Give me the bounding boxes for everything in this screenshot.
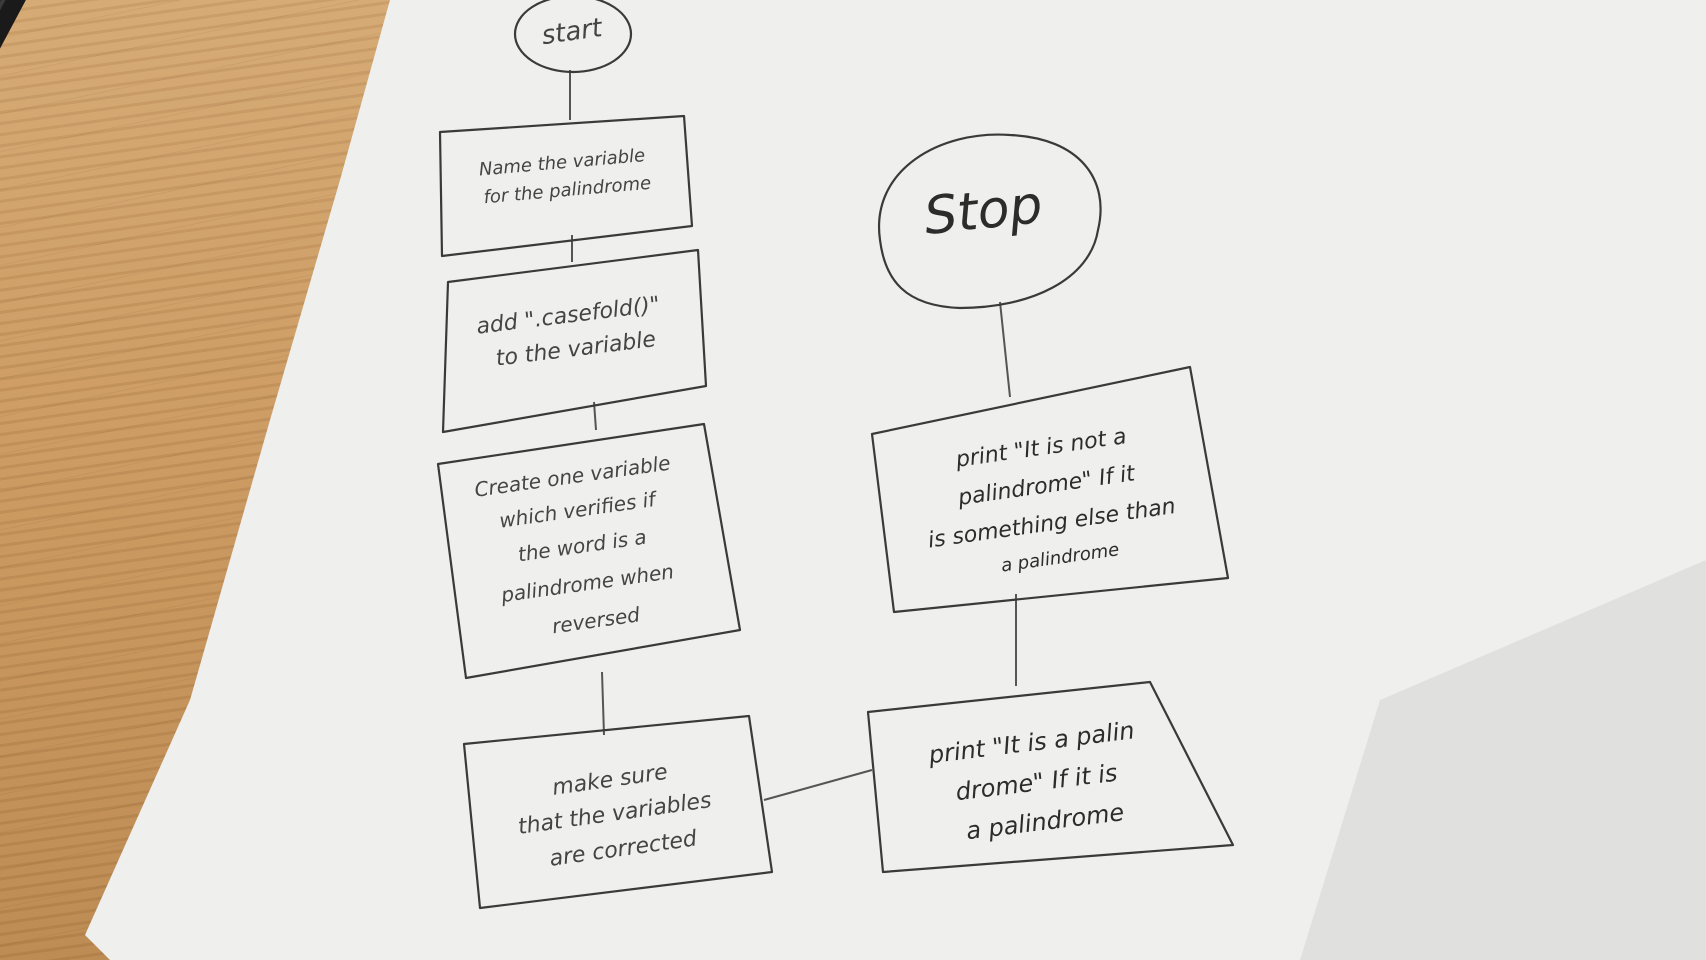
connector-make-to-print-is	[763, 769, 873, 801]
connector-create-to-make	[601, 671, 605, 736]
pen	[0, 0, 79, 73]
connector-add-to-create	[593, 401, 597, 431]
connector-print-not-to-stop	[999, 301, 1011, 398]
paper-shadow	[1300, 560, 1706, 960]
paper-sheet	[85, 0, 1706, 960]
stop-terminal: Stop	[877, 133, 1102, 310]
stop-label: Stop	[921, 175, 1045, 247]
start-terminal: start	[513, 0, 633, 74]
